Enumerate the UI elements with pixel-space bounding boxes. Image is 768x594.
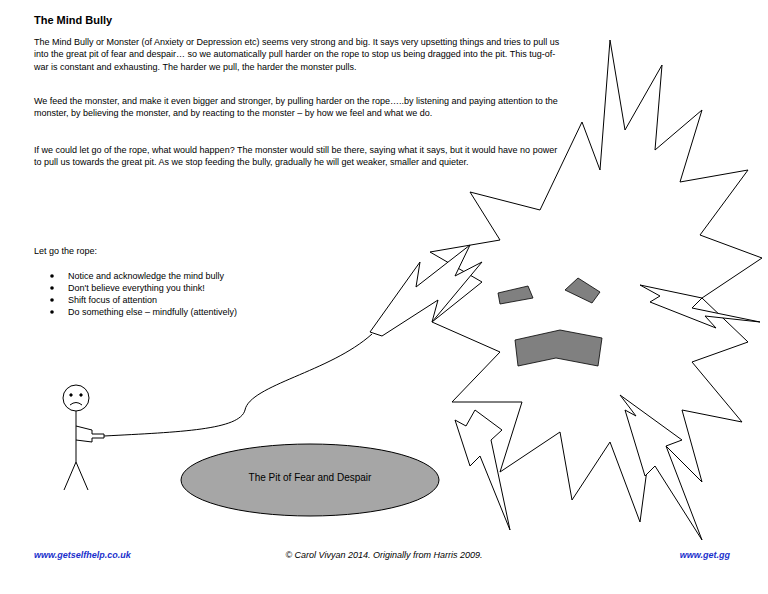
bullet-item: Notice and acknowledge the mind bully (68, 270, 224, 282)
footer-link: www.getselfhelp.co.uk (34, 550, 131, 560)
title: The Mind Bully (34, 14, 112, 26)
monster-mouth (515, 330, 602, 366)
body-paragraph: If we could let go of the rope, what wou… (34, 144, 562, 169)
rope (104, 334, 372, 436)
bullet-item: Don't believe everything you think! (68, 282, 205, 294)
bullet-item: Do something else – mindfully (attentive… (68, 306, 237, 318)
body-paragraph: The Mind Bully or Monster (of Anxiety or… (34, 36, 562, 73)
lightning-bolt (370, 245, 482, 336)
lightning-bolt (620, 395, 702, 540)
footer-link: www.get.gg (680, 550, 730, 560)
lightning-bolt (640, 285, 760, 328)
bullet-dot (50, 274, 54, 314)
copyright-note: © Carol Vivyan 2014. Originally from Har… (285, 550, 482, 560)
stick-figure (63, 385, 104, 490)
pit-ellipse-shape (181, 444, 439, 516)
monster-eye (498, 286, 533, 304)
body-paragraph: We feed the monster, and make it even bi… (34, 95, 562, 120)
pit-label: The Pit of Fear and Despair (180, 443, 440, 483)
monster-eye (565, 278, 600, 303)
bullet-item: Shift focus of attention (68, 294, 157, 306)
pit-ellipse: The Pit of Fear and Despair (180, 443, 440, 517)
lightning-bolt (455, 410, 510, 530)
list-heading: Let go the rope: (34, 245, 97, 257)
